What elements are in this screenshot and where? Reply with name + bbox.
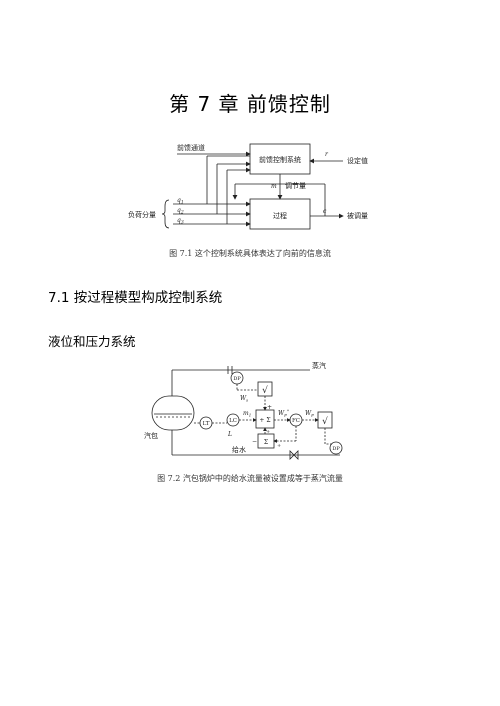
dp-bottom-instrument bbox=[329, 441, 343, 455]
figure-feedforward-diagram: 前馈通道 前馈控制系统 r 设定值 m 调节量 过程 c 被调量 负荷分量 q1… bbox=[128, 143, 368, 230]
m1-label: m1 bbox=[243, 410, 251, 418]
drum-label: 汽包 bbox=[144, 431, 158, 440]
q3-label: q3 bbox=[177, 217, 184, 226]
l-label: L bbox=[227, 431, 232, 438]
controller-block-label: 前馈控制系统 bbox=[259, 155, 301, 164]
dp-bottom-label: DP bbox=[332, 446, 340, 452]
process-block-label: 过程 bbox=[273, 211, 287, 220]
plus1-label: + bbox=[267, 404, 272, 411]
q1-label: q1 bbox=[177, 197, 184, 206]
fc-label: FC bbox=[292, 418, 300, 424]
setpoint-label: 设定值 bbox=[347, 156, 368, 165]
feedwater-valve bbox=[289, 450, 299, 460]
figure2-caption: 图 7.2 汽包锅炉中的给水流量被设置成等于蒸汽流量 bbox=[157, 474, 343, 483]
dp-top-label: DP bbox=[233, 376, 241, 382]
feedforward-channel-label: 前馈通道 bbox=[177, 143, 205, 152]
sum2-label: Σ bbox=[264, 439, 268, 446]
lc-label: LC bbox=[229, 418, 237, 424]
subsection-title: 液位和压力系统 bbox=[48, 334, 136, 349]
chapter-title: 第 7 章 前馈控制 bbox=[169, 92, 331, 116]
plus2-label: + bbox=[266, 429, 270, 435]
sum1-label: + Σ bbox=[259, 417, 270, 424]
m-label: m bbox=[271, 183, 277, 190]
r-label: r bbox=[325, 151, 329, 158]
sqrt-top-label: √ bbox=[262, 385, 268, 396]
lt-label: LT bbox=[203, 421, 210, 427]
load-label: 负荷分量 bbox=[128, 210, 156, 219]
section-title: 7.1 按过程模型构成控制系统 bbox=[48, 290, 223, 306]
ws-label: Ws bbox=[240, 395, 248, 403]
controlled-label: 被调量 bbox=[347, 211, 368, 220]
figure-drum-boiler-diagram: 蒸汽 DP √ Ws LT LC m1 + + Σ + WF* FC WF √ … bbox=[144, 361, 343, 460]
plus3-label: + bbox=[277, 443, 281, 449]
steam-label: 蒸汽 bbox=[312, 361, 326, 370]
figure1-caption: 图 7.1 这个控制系统具体表达了向前的信息流 bbox=[169, 249, 331, 258]
drum-vessel bbox=[151, 395, 195, 431]
feedwater-label: 给水 bbox=[232, 445, 246, 454]
wf-label: WF bbox=[305, 410, 314, 418]
manipulated-label: 调节量 bbox=[285, 181, 306, 190]
q2-label: q2 bbox=[177, 207, 184, 216]
c-label: c bbox=[323, 208, 327, 215]
wf-star-label: WF* bbox=[278, 409, 289, 418]
minus-label: − bbox=[252, 438, 257, 445]
sqrt-right-label: √ bbox=[322, 416, 328, 427]
